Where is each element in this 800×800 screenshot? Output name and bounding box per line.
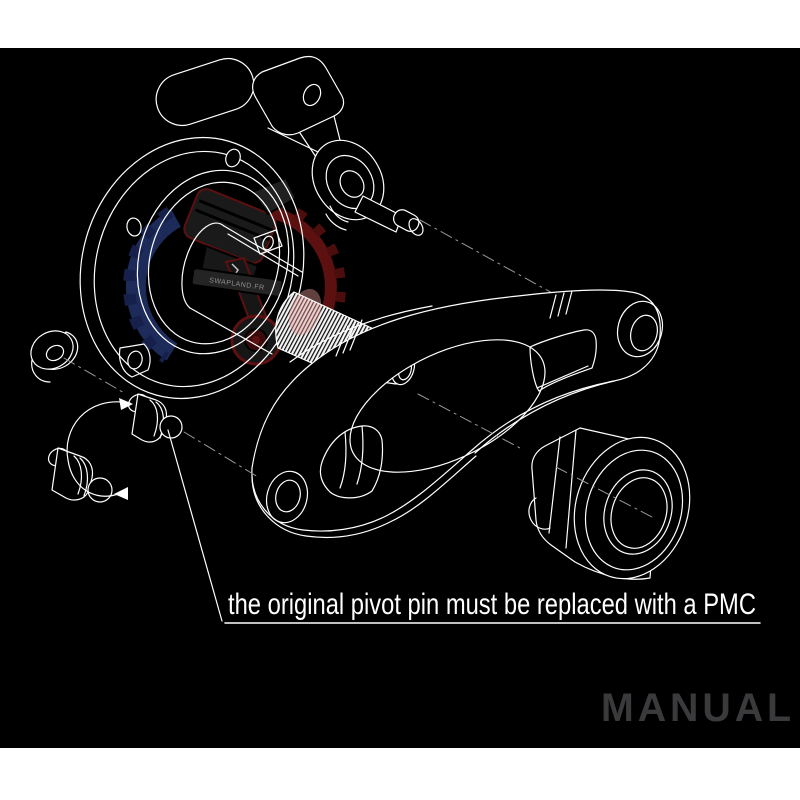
- pmc-pivot-pin-drawing: [127, 393, 183, 443]
- original-pivot-pin-drawing: [47, 447, 113, 503]
- washer-bushing-drawing: [30, 330, 79, 383]
- manual-watermark: MANUAL: [601, 686, 795, 730]
- centerline-pivot-axis: [63, 357, 259, 478]
- slave-cylinder-drawing: [155, 55, 424, 236]
- release-bearing-drawing: [528, 427, 691, 580]
- annotation-leader: [167, 429, 761, 624]
- annotation-label: the original pivot pin must be replaced …: [228, 588, 756, 621]
- logo-blue-gear: [123, 206, 182, 363]
- centerline-shaft-axis: [417, 393, 653, 518]
- shaft-smooth-section: [181, 222, 303, 355]
- logo-piston-rod: SWAPLAND.FR: [183, 176, 298, 366]
- replace-swap-arrow: [66, 398, 133, 500]
- release-fork-drawing: [251, 289, 664, 539]
- guide-flange-drawing: [79, 136, 305, 400]
